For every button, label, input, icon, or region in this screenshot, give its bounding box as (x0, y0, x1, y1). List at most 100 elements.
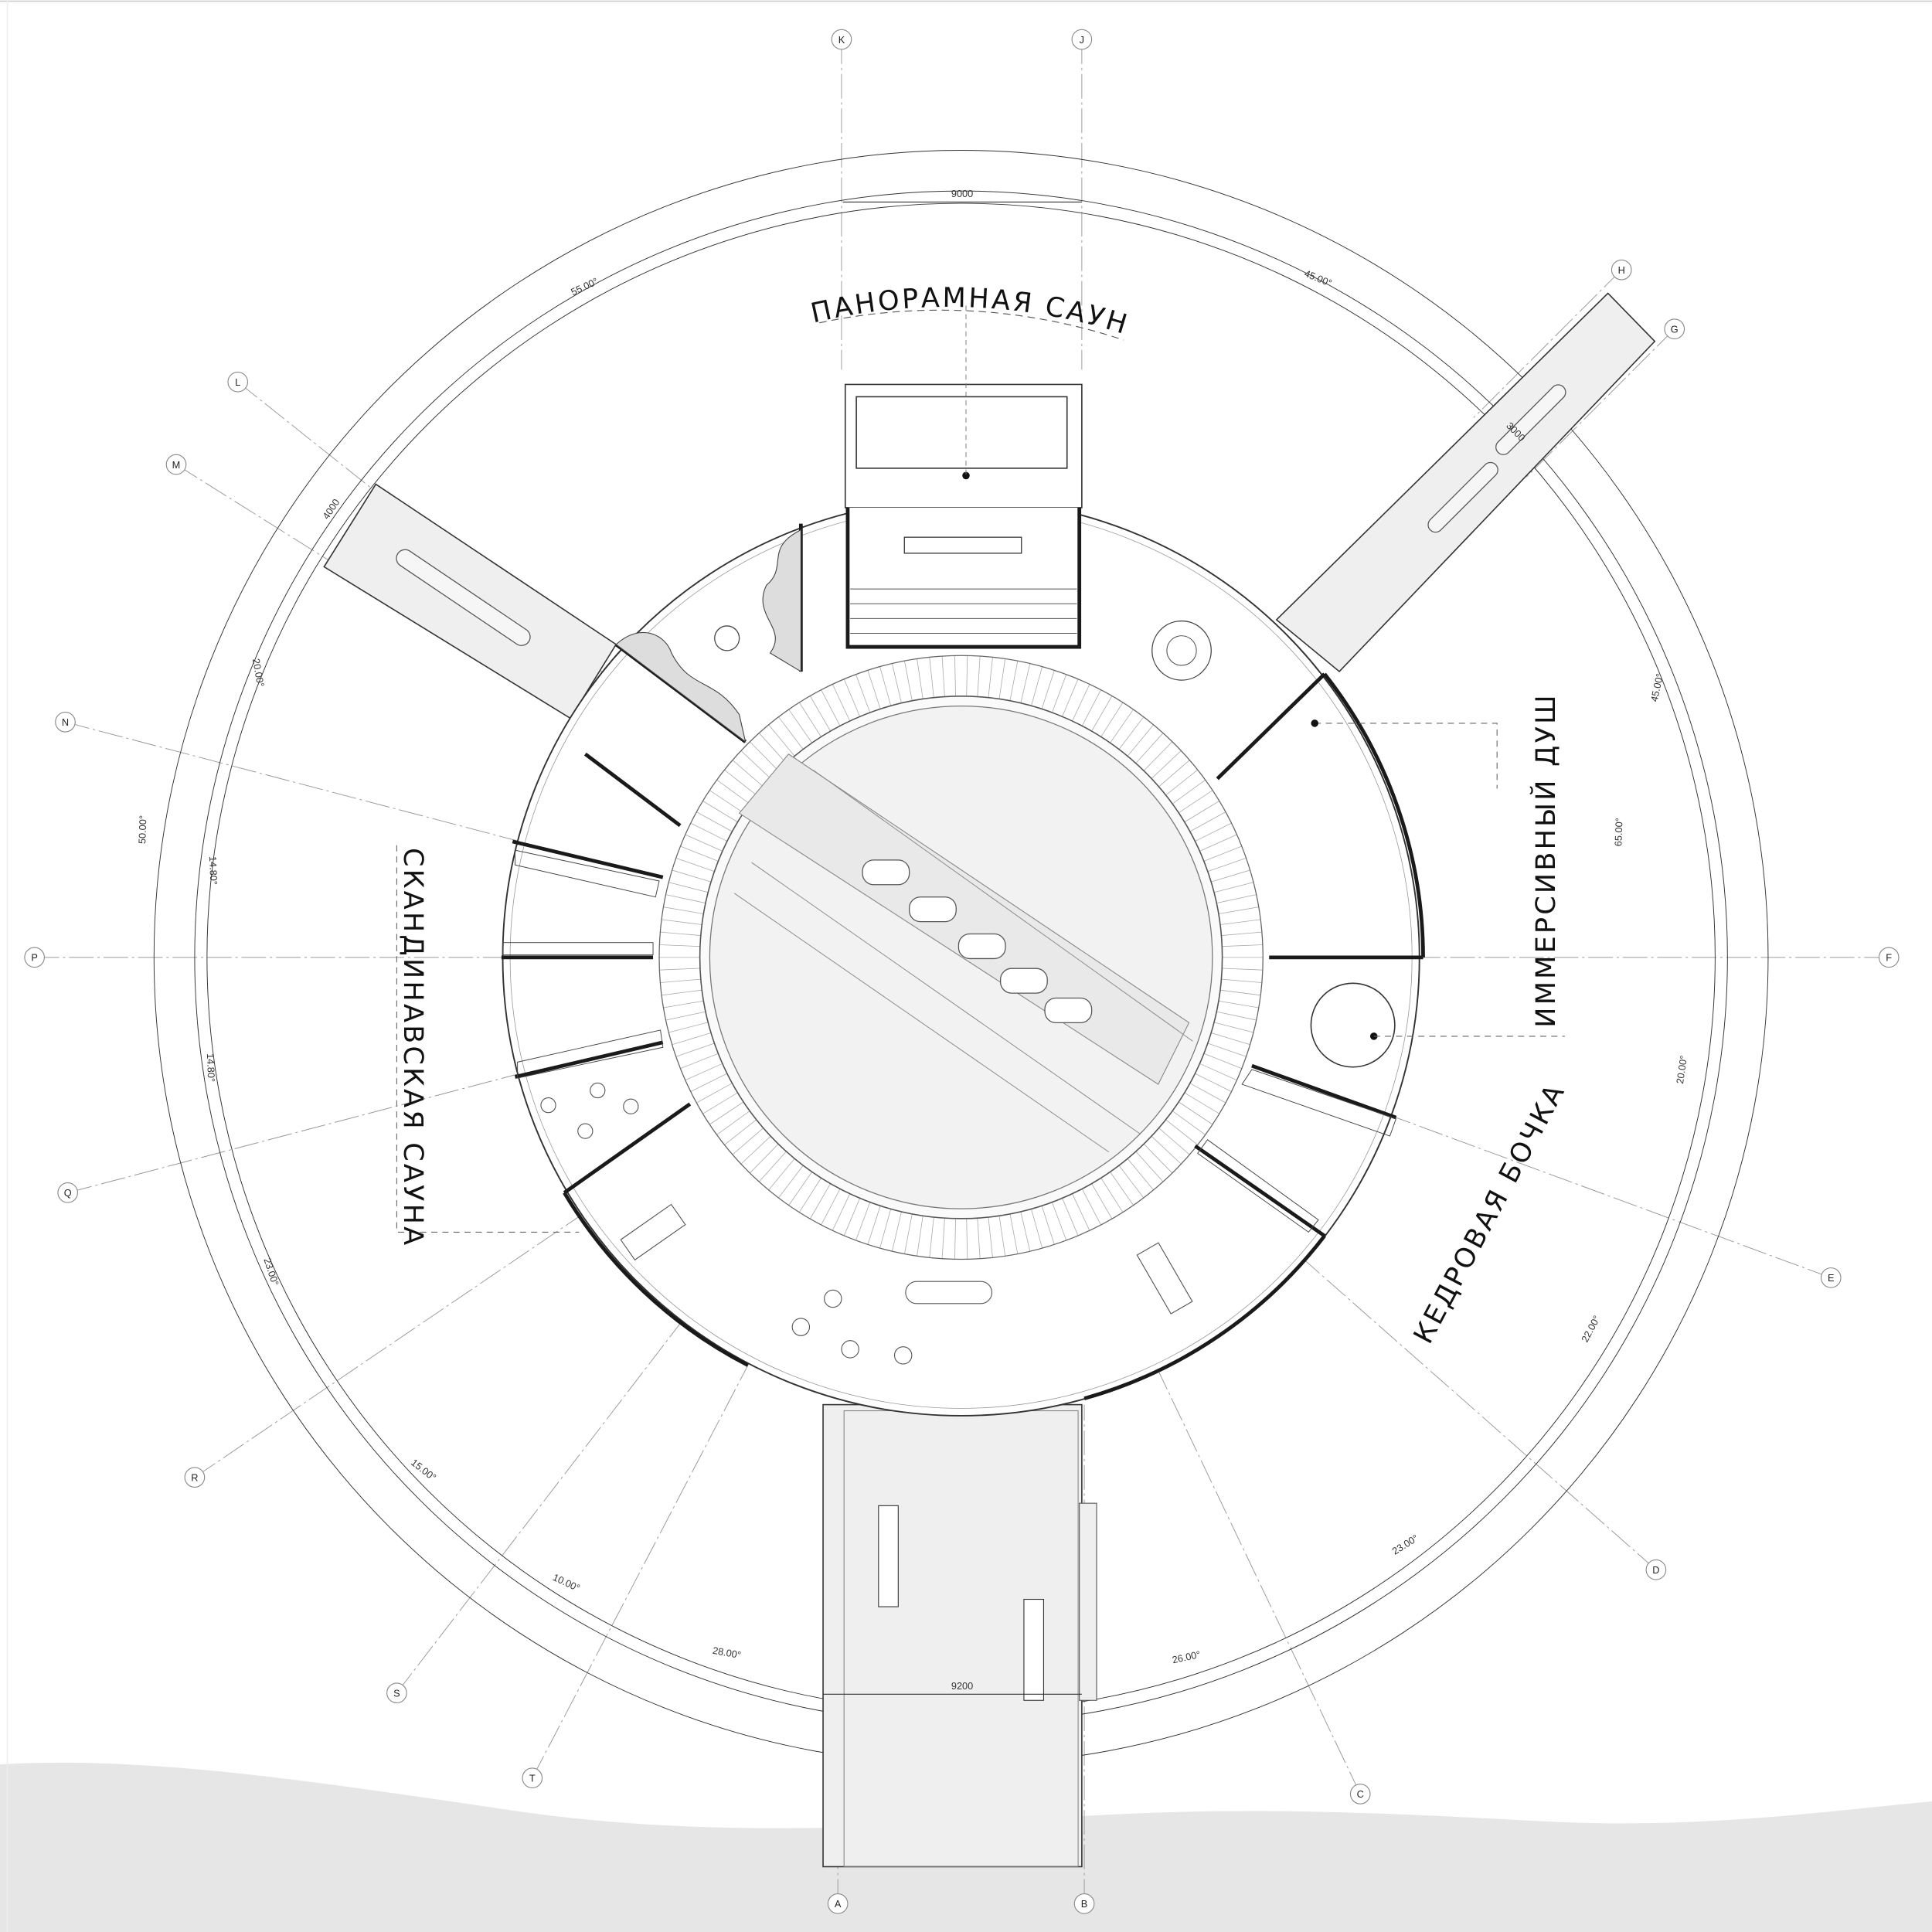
deck-slat (1213, 882, 1254, 893)
deck-slat (740, 1135, 771, 1165)
deck-slat (929, 1216, 934, 1258)
deck-slat (663, 906, 704, 914)
grid-axis-f: F (1878, 947, 1900, 968)
dimension-angle: 23.00° (1389, 1532, 1420, 1556)
deck-slat (917, 658, 923, 699)
left-pier-bench (396, 549, 531, 646)
grid-axis-m: M (165, 454, 187, 475)
grid-axis-label: D (1652, 1564, 1659, 1576)
deck-slat (1052, 1202, 1067, 1241)
deck-slat (1127, 724, 1154, 757)
deck-slat (1100, 702, 1124, 737)
grid-axis-label: H (1618, 264, 1625, 276)
deck-slat (1062, 679, 1079, 717)
deck-slat (917, 1216, 923, 1257)
deck-slat (1127, 1158, 1154, 1191)
deck-slat (1189, 811, 1226, 832)
deck-slat (1207, 1043, 1247, 1057)
deck-slat (680, 1053, 719, 1070)
deck-slat (1219, 919, 1261, 925)
deck-slat (672, 1032, 712, 1046)
basin (714, 625, 740, 651)
deck-slat (904, 1213, 913, 1254)
room-title-scandinavian-sauna: СКАНДИНАВСКАЯ САУНА (397, 848, 429, 1247)
grid-axis-label: Q (64, 1187, 72, 1199)
right-pier (1275, 292, 1656, 673)
deck-slat (1009, 661, 1019, 701)
deck-slat (1135, 1151, 1164, 1182)
deck-slat (768, 724, 795, 757)
deck-slat (740, 750, 771, 779)
deck-slat (1062, 1198, 1079, 1236)
deck-slat (788, 1172, 813, 1206)
deck-slat (966, 1218, 968, 1260)
deck-slat (977, 1218, 981, 1259)
deck-slat (690, 1073, 728, 1092)
deck-slat (1081, 1189, 1101, 1226)
grid-axis-d: D (1645, 1559, 1667, 1580)
deck-slat (672, 869, 712, 883)
sauna-benches (502, 849, 1397, 1233)
deck-slat (1041, 1206, 1055, 1245)
deck-slat (665, 1011, 706, 1021)
deck-slat (821, 689, 841, 726)
grid-axis-c: C (1349, 1784, 1371, 1804)
deck-slat (904, 661, 913, 701)
grid-axis-n: N (55, 711, 76, 733)
deck-slat (867, 670, 881, 709)
grid-axis-label: M (172, 459, 181, 471)
deck-slat (1216, 894, 1257, 903)
deck-slat (1211, 1032, 1250, 1046)
deck-slat (855, 1202, 871, 1241)
dimension-angle: 20.00° (250, 658, 267, 688)
grid-axis-r: R (184, 1467, 206, 1488)
grid-axis-label: B (1081, 1898, 1088, 1910)
panoramic-plunge-pool (855, 396, 1068, 469)
dimension-angle: 10.00° (551, 1571, 582, 1594)
dimension-angle: 14.80° (207, 856, 219, 886)
deck-slat (929, 657, 934, 698)
deck-slat (809, 1183, 831, 1219)
sauna-bench (903, 536, 1022, 554)
grid-axis-label: S (393, 1687, 400, 1699)
deck-slat (1118, 716, 1145, 750)
deck-slat (832, 684, 851, 722)
deck-slat (668, 882, 709, 893)
deck-slat (685, 1063, 723, 1081)
deck-slat (988, 657, 993, 698)
deck-slat (1219, 989, 1261, 996)
grid-axis-label: F (1886, 952, 1892, 964)
deck-slat (732, 760, 764, 787)
dimension-angle: 55.00° (569, 275, 600, 298)
deck-slat (879, 1209, 892, 1249)
deck-slat (1100, 1178, 1124, 1213)
deck-slat (892, 663, 902, 703)
dimension-angle: 26.00° (1171, 1648, 1201, 1665)
grid-axis-t: T (522, 1767, 543, 1789)
deck-slat (1118, 1165, 1145, 1199)
grid-axis-label: C (1357, 1788, 1364, 1800)
grid-axis-j: J (1071, 29, 1093, 50)
grid-axis-label: T (529, 1772, 536, 1784)
plunge-area (762, 529, 801, 672)
deck-slat (696, 1083, 733, 1104)
deck-slat (1178, 790, 1213, 814)
deck-ring (658, 655, 1264, 1260)
grid-axis-q: Q (57, 1182, 79, 1203)
grid-line (1526, 328, 1675, 478)
dimension-angle: 15.00° (409, 1457, 438, 1484)
deck-slat (1218, 906, 1259, 914)
deck-slat (867, 1206, 881, 1245)
room-title-panoramic-sauna: ПАНОРАМНАЯ САУНА (0, 0, 1133, 341)
deck-slat (659, 968, 700, 971)
deck-slat (690, 822, 728, 842)
grid-axis-label: K (838, 34, 845, 46)
deck-slat (1184, 801, 1219, 823)
deck-slat (668, 1022, 709, 1033)
deck-slat (702, 801, 738, 823)
bridge-rail (1079, 1502, 1097, 1701)
deck-slat (659, 944, 700, 947)
deck-slat (662, 989, 702, 996)
deck-slat (1221, 931, 1262, 936)
pool-loungers (862, 859, 1093, 1023)
